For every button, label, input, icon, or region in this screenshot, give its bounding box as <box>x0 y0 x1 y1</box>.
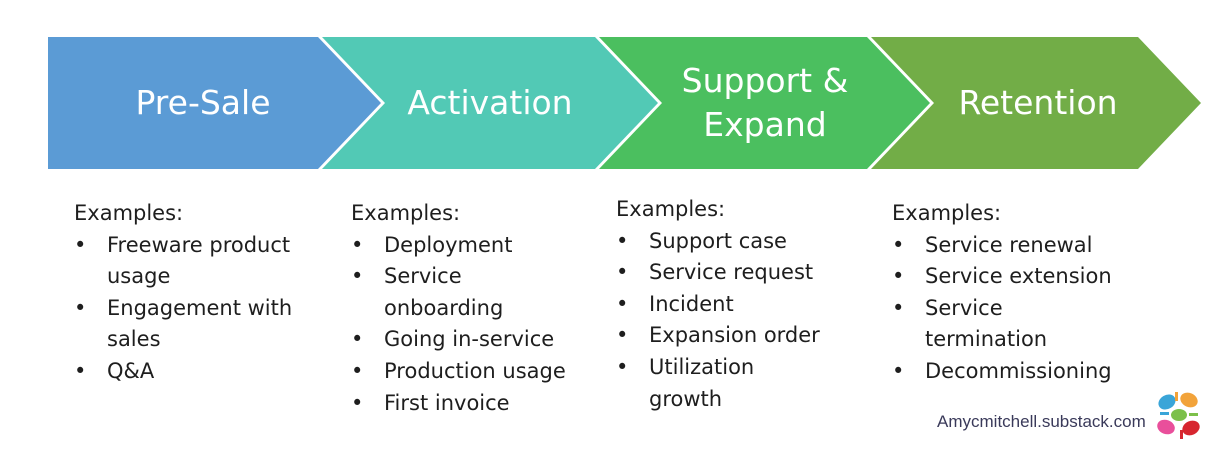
list-item: Q&A <box>74 356 304 388</box>
examples-list: Freeware product usage Engagement with s… <box>74 230 304 388</box>
list-item: Incident <box>616 289 856 321</box>
examples-list: Support case Service request Incident Ex… <box>616 226 856 416</box>
chevron-activation <box>322 37 658 169</box>
chevron-support-expand <box>599 37 930 169</box>
examples-support-expand: Examples: Support case Service request I… <box>616 194 856 415</box>
examples-list: Service renewal Service extension Servic… <box>892 230 1142 388</box>
list-item: Service extension <box>892 261 1142 293</box>
stage-title-activation: Activation <box>407 83 573 122</box>
list-item: Decommissioning <box>892 356 1142 388</box>
list-item: Support case <box>616 226 856 258</box>
list-item: Engagement with sales <box>74 293 304 356</box>
examples-retention: Examples: Service renewal Service extens… <box>892 198 1142 388</box>
list-item: Service request <box>616 257 856 289</box>
list-item: Expansion order <box>616 320 856 352</box>
list-item: Service termination <box>892 293 1065 356</box>
list-item: Utilization growth <box>616 352 759 415</box>
examples-activation: Examples: Deployment Service onboarding … <box>351 198 591 419</box>
list-item: Going in-service <box>351 324 591 356</box>
stage-title-pre-sale: Pre-Sale <box>135 83 271 122</box>
list-item: Service onboarding <box>351 261 503 324</box>
examples-list: Deployment Service onboarding Going in-s… <box>351 230 591 420</box>
stage-title-support-expand: Support & Expand <box>681 61 849 144</box>
watermark-text: Amycmitchell.substack.com <box>937 412 1146 431</box>
journey-chevrons <box>48 37 1201 169</box>
stage-title-retention: Retention <box>958 83 1118 122</box>
list-item: First invoice <box>351 388 591 420</box>
chevron-retention <box>871 37 1201 169</box>
examples-label: Examples: <box>892 201 1002 225</box>
list-item: Deployment <box>351 230 591 262</box>
hands-logo-icon <box>1155 390 1203 440</box>
list-item: Production usage <box>351 356 591 388</box>
examples-label: Examples: <box>616 197 726 221</box>
list-item: Freeware product usage <box>74 230 304 293</box>
chevron-pre-sale <box>48 37 381 169</box>
list-item: Service renewal <box>892 230 1142 262</box>
examples-pre-sale: Examples: Freeware product usage Engagem… <box>74 198 304 388</box>
examples-label: Examples: <box>74 201 184 225</box>
examples-label: Examples: <box>351 201 461 225</box>
